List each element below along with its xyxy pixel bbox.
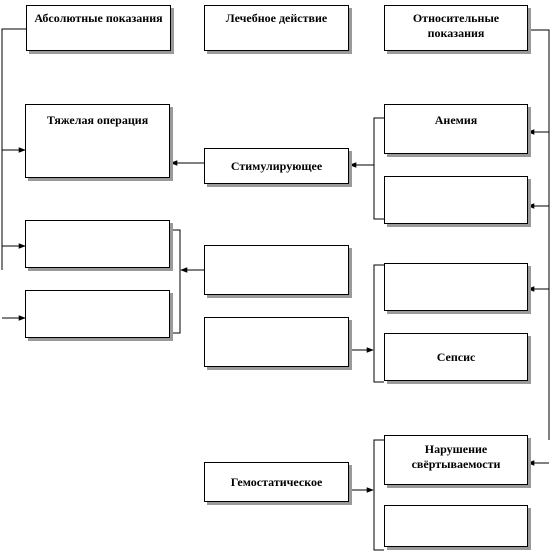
header-relative: Относительные показания — [384, 5, 528, 51]
header-absolute: Абсолютные показания — [26, 5, 171, 51]
box-effect-empty-2 — [204, 317, 349, 367]
absolute-trunk — [1, 28, 26, 270]
box-abs-empty-2 — [25, 290, 170, 338]
box-rel-empty-2 — [384, 263, 528, 311]
box-sepsis: Сепсис — [384, 333, 528, 381]
anemia-group-bracket — [373, 117, 384, 220]
box-hemostatic: Гемостатическое — [204, 462, 349, 502]
coagulation-group-bracket — [373, 439, 384, 551]
coagulation-label: Нарушение свёртываемости — [411, 442, 501, 471]
box-coagulation: Нарушение свёртываемости — [384, 435, 528, 485]
header-relative-label: Относительные показания — [412, 11, 500, 40]
stimulating-label: Стимулирующее — [230, 158, 323, 173]
hemostatic-label: Гемостатическое — [230, 474, 323, 489]
header-effect-label: Лечебное действие — [225, 11, 328, 25]
relative-trunk — [527, 29, 550, 440]
header-effect: Лечебное действие — [204, 5, 349, 51]
box-rel-empty-3 — [384, 505, 528, 547]
box-heavy-operation: Тяжелая операция — [25, 104, 170, 178]
box-effect-empty-1 — [204, 245, 349, 295]
box-abs-empty-1 — [25, 220, 170, 268]
box-stimulating: Стимулирующее — [204, 148, 349, 184]
anemia-label: Анемия — [434, 113, 478, 127]
sepsis-group-bracket — [373, 264, 384, 383]
box-anemia: Анемия — [384, 104, 528, 154]
sepsis-label: Сепсис — [436, 349, 476, 364]
abs-empty-bracket — [170, 229, 181, 334]
heavy-operation-label: Тяжелая операция — [46, 113, 149, 127]
box-rel-empty-1 — [384, 176, 528, 224]
header-absolute-label: Абсолютные показания — [34, 11, 163, 25]
